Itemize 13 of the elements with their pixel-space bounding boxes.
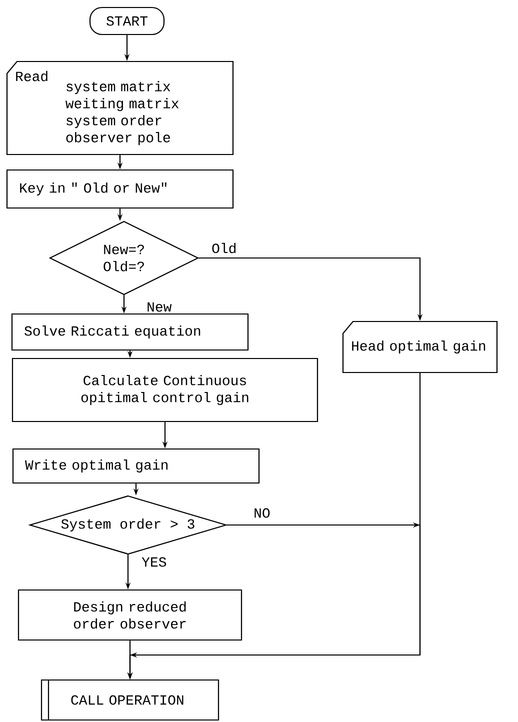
process-box: Solve Riccati equation	[11, 313, 249, 351]
process-box: Calculate Continuous opitimal control gain	[12, 358, 318, 422]
subroutine-box: CALL OPERATION	[40, 679, 220, 721]
edge-label: NO	[252, 507, 272, 519]
start-terminal: START	[89, 6, 165, 36]
input-card: Head optimal gain	[342, 320, 498, 374]
input-card: Read system matrix weiting matrix system order observer pole	[6, 60, 234, 156]
process-box: Key in " Old or New"	[6, 169, 234, 209]
process-box: Write optimal gain	[12, 448, 260, 484]
process-box: Design reduced order observer	[18, 589, 242, 641]
edge-label: YES	[140, 556, 168, 568]
edge-label: New	[146, 301, 173, 313]
edge-label: Old	[210, 242, 238, 254]
